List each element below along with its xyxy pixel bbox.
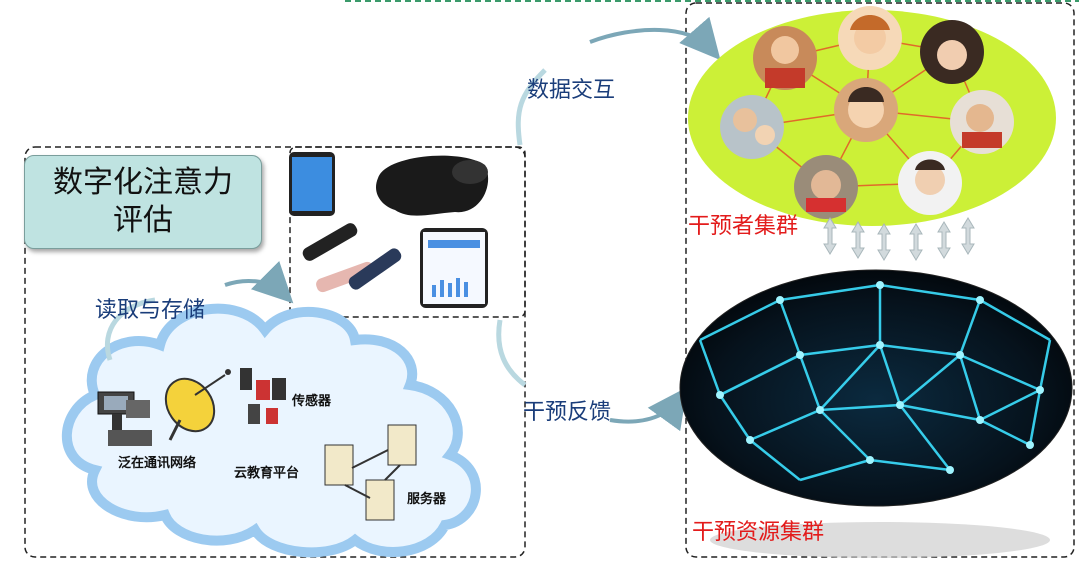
sensor-icon	[240, 368, 286, 424]
phone-app-screen-icon	[420, 228, 488, 308]
cluster-link-arrows	[823, 217, 975, 261]
avatar	[753, 26, 817, 90]
avatar	[838, 6, 902, 70]
devices-frame	[289, 146, 526, 318]
smart-band-icon	[302, 223, 402, 293]
feedback-arrow-left	[496, 319, 527, 387]
intervener-avatars	[720, 6, 1014, 219]
server-node-label: 服务器	[407, 492, 447, 507]
platform-node-label: 云教育平台	[234, 466, 300, 481]
avatar	[950, 90, 1014, 154]
data-exchange-arrow-left	[515, 68, 547, 146]
assessment-title-box: 数字化注意力 评估	[24, 155, 262, 249]
intervener-cluster-label: 干预者集群	[688, 214, 799, 239]
data-exchange-arrow-right	[589, 16, 721, 61]
data-exchange-label: 数据交互	[527, 78, 616, 103]
cluster-frame	[685, 2, 1075, 558]
satellite-dish-icon	[164, 369, 231, 441]
computer-terminal-icon	[97, 391, 152, 446]
feedback-label: 干预反馈	[523, 400, 612, 425]
avatar	[920, 20, 984, 84]
avatar	[720, 95, 784, 159]
read-store-arrow-left	[104, 297, 156, 361]
vr-headset-icon	[375, 155, 489, 216]
assessment-title-line1: 数字化注意力	[53, 165, 233, 200]
avatar	[794, 155, 858, 219]
resource-cluster-label: 干预资源集群	[692, 520, 825, 545]
avatar	[898, 151, 962, 215]
network-node-label: 泛在通讯网络	[118, 456, 197, 471]
feedback-arrow-right	[609, 387, 688, 432]
assessment-title-line2: 评估	[113, 203, 173, 238]
resource-network-sphere	[679, 269, 1073, 558]
server-icon	[324, 424, 417, 521]
read-store-label: 读取与存储	[95, 298, 206, 323]
read-store-arrow-right	[224, 260, 294, 304]
sensor-node-label: 传感器	[292, 394, 332, 409]
avatar	[834, 78, 898, 142]
smartphone-icon	[289, 152, 335, 216]
assessment-frame	[24, 146, 526, 558]
